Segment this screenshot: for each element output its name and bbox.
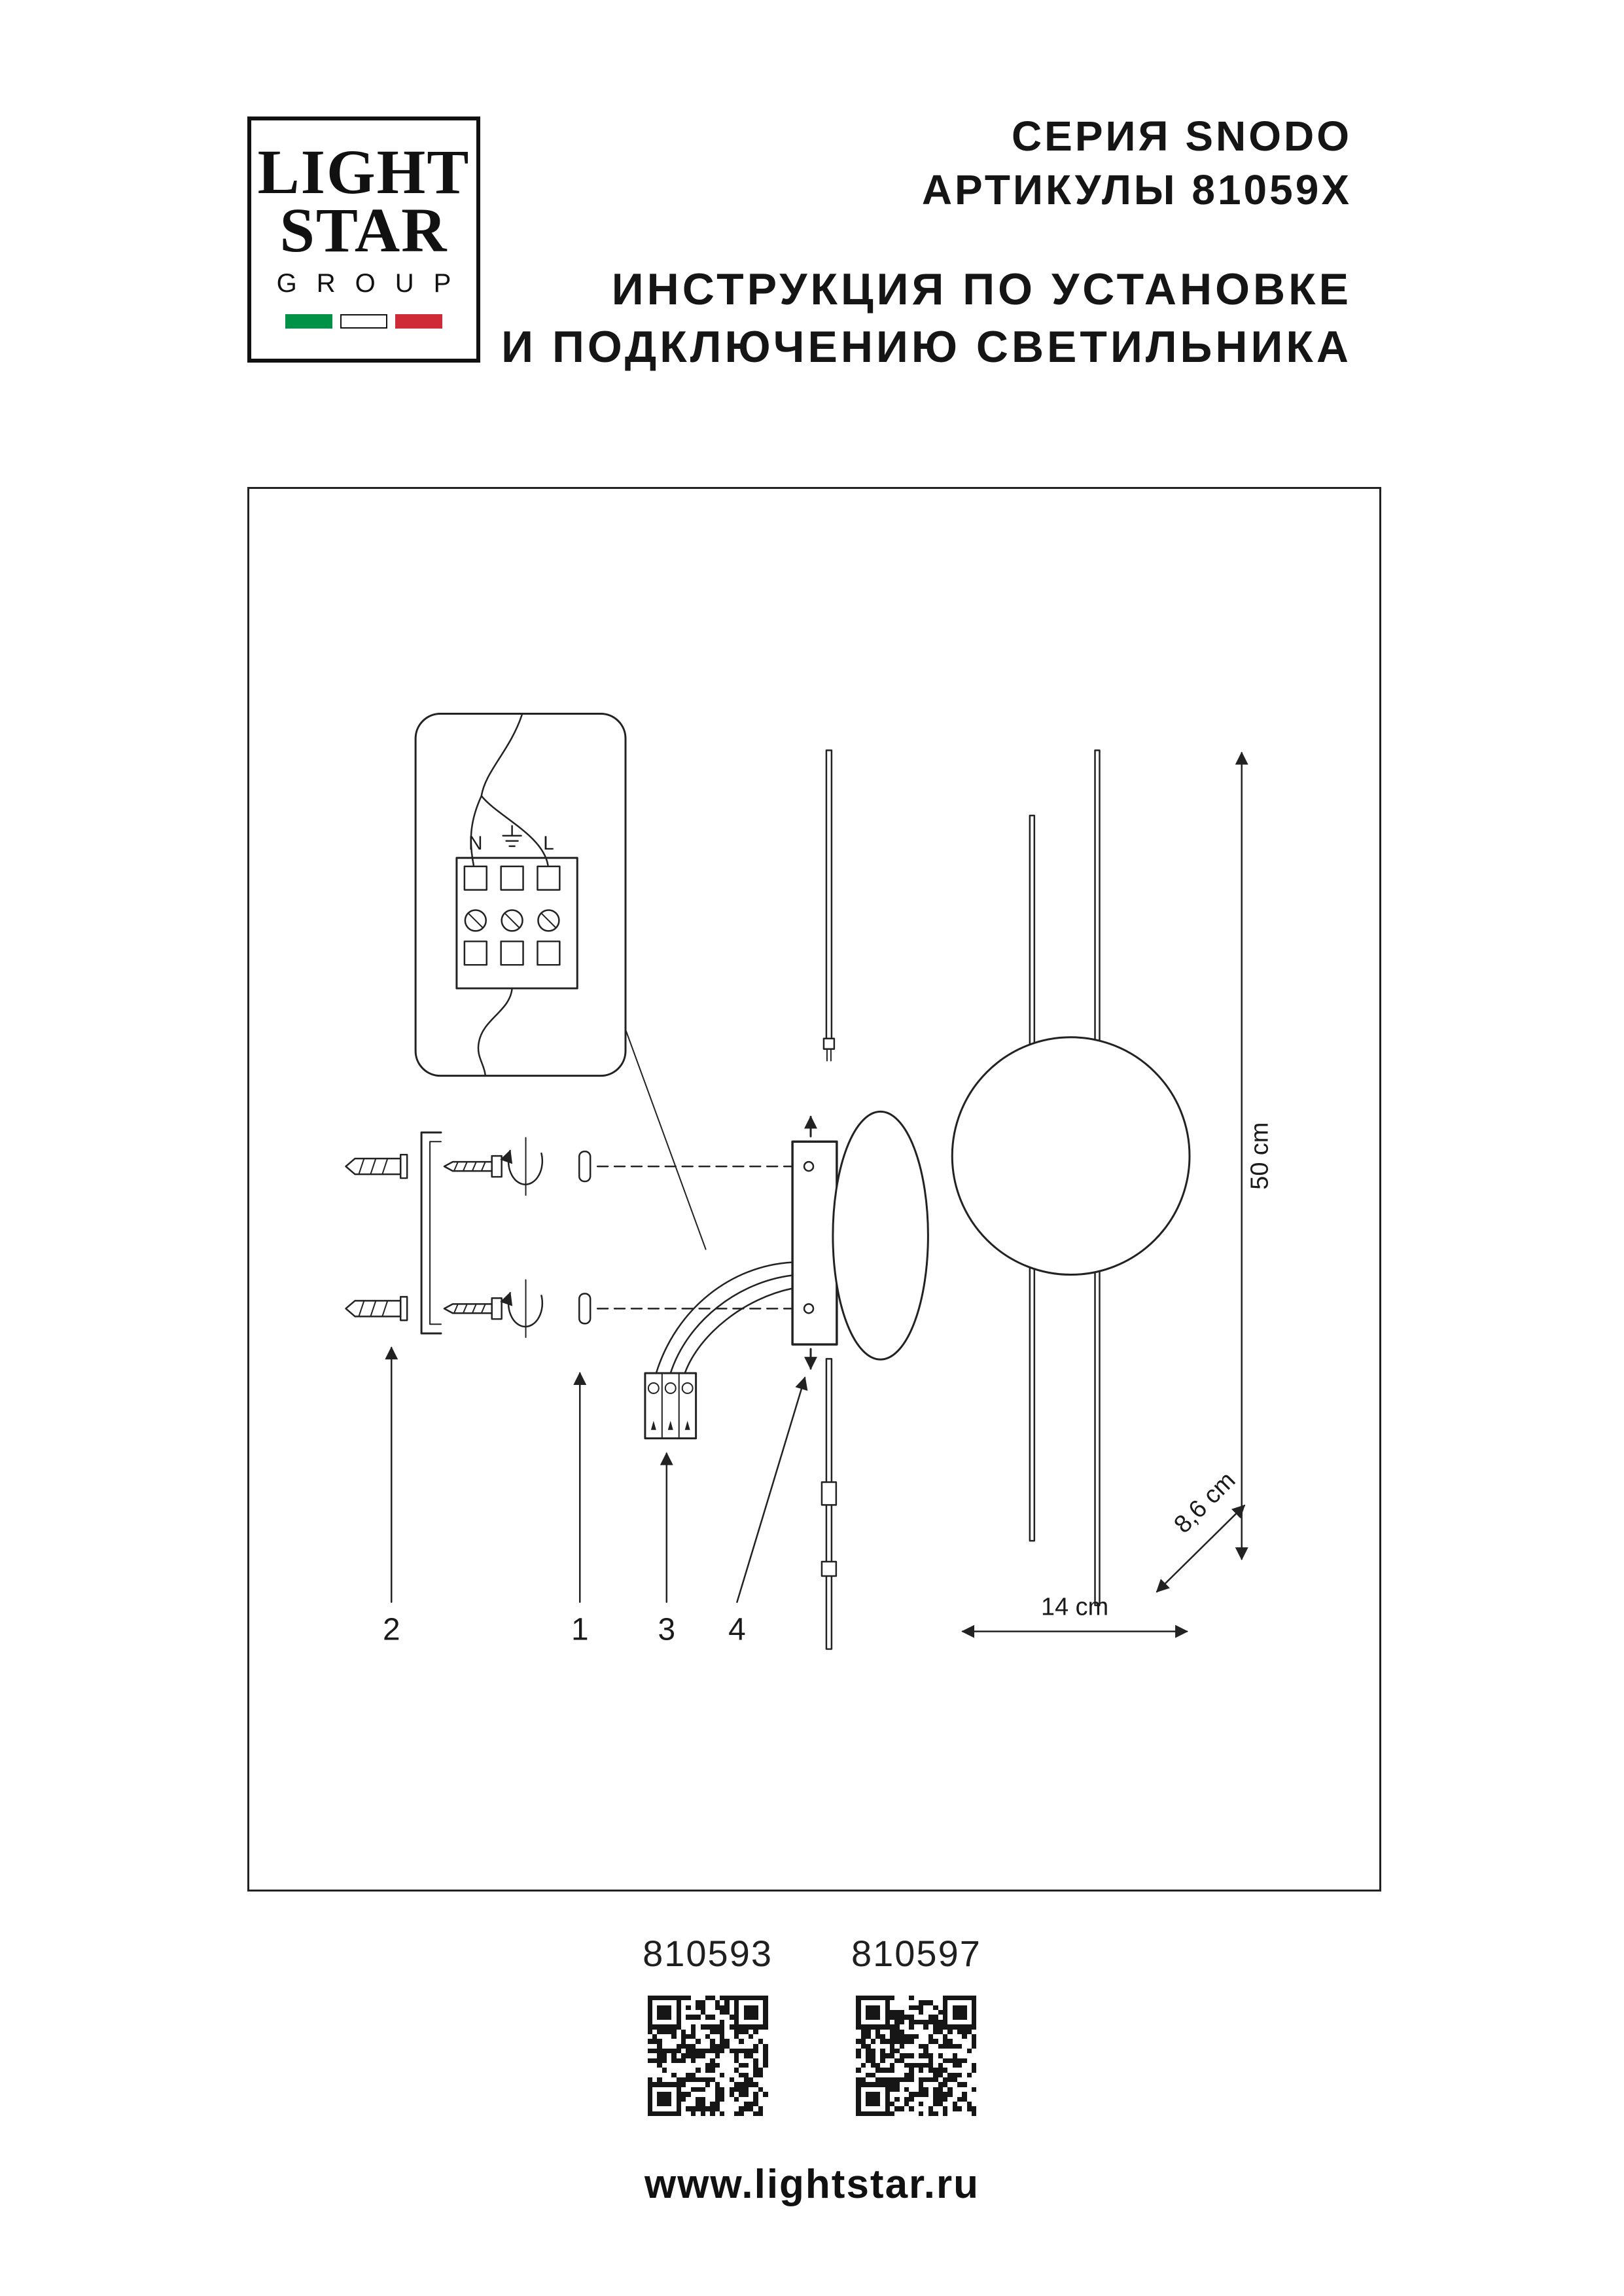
- wiring-inset: N L: [414, 713, 627, 1077]
- lamp-front-view: [951, 749, 1191, 1607]
- output-wire: [477, 987, 513, 1076]
- rod-joint-2: [821, 1560, 838, 1577]
- rotation-arrow-icon: [500, 1149, 544, 1185]
- product-variant-1: 810593: [643, 1932, 773, 2116]
- backplate-oval: [832, 1110, 929, 1361]
- lamp-side-view: [791, 749, 929, 1650]
- inset-callout-line: [625, 1028, 707, 1250]
- terminal-block: [455, 857, 578, 990]
- articles-title: АРТИКУЛЫ 81059X: [921, 166, 1352, 213]
- flag-white-bar: [340, 314, 387, 329]
- callout-number-1: 1: [571, 1613, 589, 1647]
- wire-connector: [644, 1372, 697, 1440]
- mounting-plate: [791, 1140, 838, 1346]
- product-code: 810593: [643, 1933, 773, 1974]
- installation-diagram-frame: N L: [247, 487, 1381, 1892]
- mains-cable: [480, 714, 523, 797]
- spacer-pin: [578, 1150, 591, 1183]
- product-codes-row: 810593 810597: [0, 1932, 1624, 2116]
- document-header: СЕРИЯ SNODO АРТИКУЛЫ 81059X ИНСТРУКЦИЯ П…: [501, 110, 1352, 376]
- spacer-pin: [578, 1293, 591, 1325]
- instruction-line-1: ИНСТРУКЦИЯ ПО УСТАНОВКЕ: [611, 264, 1352, 314]
- upper-rod: [825, 749, 833, 1040]
- dimension-depth-label: 8,6 cm: [1169, 1467, 1241, 1539]
- dimension-depth: 8,6 cm: [1156, 1467, 1246, 1593]
- qr-code: [856, 1996, 977, 2116]
- callout-number-4: 4: [728, 1613, 746, 1647]
- callout-number-3: 3: [658, 1613, 675, 1647]
- callout-leaders: [385, 1346, 808, 1604]
- italian-flag-icon: [285, 314, 442, 329]
- dimension-height: 50 cm: [1235, 751, 1274, 1561]
- flag-green-bar: [285, 314, 332, 329]
- instruction-title: ИНСТРУКЦИЯ ПО УСТАНОВКЕ И ПОДКЛЮЧЕНИЮ СВ…: [501, 260, 1352, 376]
- logo-word-star: STAR: [279, 195, 448, 266]
- installation-diagram: N L: [345, 713, 1274, 1650]
- product-code: 810597: [851, 1933, 981, 1974]
- terminal-label-line: L: [543, 833, 554, 854]
- qr-code: [647, 1996, 768, 2116]
- dimension-height-label: 50 cm: [1246, 1122, 1274, 1190]
- logo-word-group: GROUP: [276, 268, 471, 298]
- lamp-wires: [655, 1261, 794, 1374]
- rod-joint-1: [821, 1481, 838, 1506]
- callout-number-2: 2: [383, 1613, 400, 1647]
- rotation-arrow-icon: [500, 1291, 544, 1328]
- website-url: www.lightstar.ru: [644, 2162, 980, 2207]
- logo-word-light: LIGHT: [257, 137, 470, 207]
- earth-ground-icon: [502, 825, 522, 848]
- hardware-row-1: [345, 1137, 802, 1196]
- mounting-strip: [420, 1131, 442, 1335]
- terminal-label-neutral: N: [468, 833, 483, 854]
- instruction-line-2: И ПОДКЛЮЧЕНИЮ СВЕТИЛЬНИКА: [501, 322, 1352, 372]
- plate-hole-top: [803, 1160, 815, 1172]
- plate-hole-bottom: [803, 1303, 815, 1314]
- lightstar-logo: LIGHT STAR GROUP: [247, 117, 480, 363]
- glass-sphere: [951, 1036, 1191, 1276]
- mounting-screw: [443, 1160, 493, 1172]
- series-title: СЕРИЯ SNODO: [1011, 113, 1352, 160]
- flag-red-bar: [395, 314, 442, 329]
- mounting-screw: [443, 1303, 493, 1314]
- hardware-row-2: [345, 1279, 802, 1338]
- dimension-width-label: 14 cm: [1041, 1594, 1108, 1621]
- product-variant-2: 810597: [851, 1932, 981, 2116]
- dimension-width: 14 cm: [961, 1594, 1189, 1638]
